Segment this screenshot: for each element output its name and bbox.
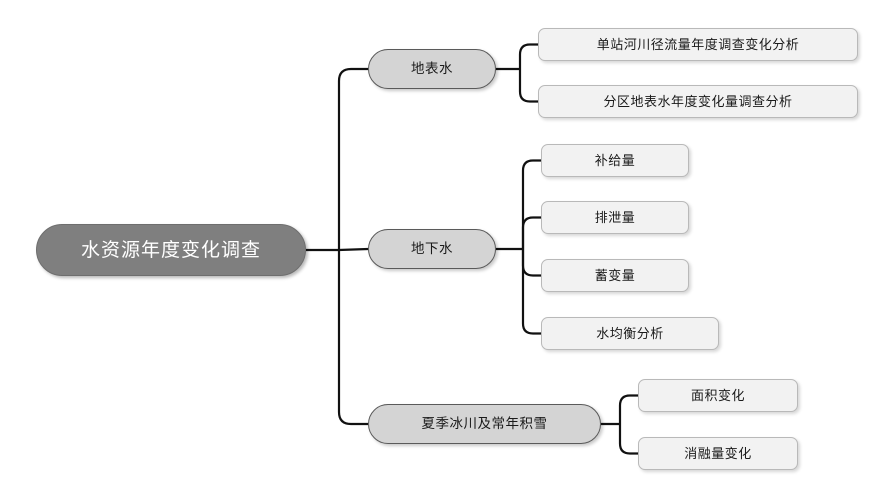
- connector-root-to-surface-water: [337, 67, 368, 250]
- connector-surface-water-to-single-station-runoff: [518, 43, 538, 69]
- root-node[interactable]: 水资源年度变化调查: [36, 224, 306, 276]
- branch-node-groundwater[interactable]: 地下水: [368, 229, 496, 269]
- connector-summer-glacier-snow-to-area-change: [618, 394, 638, 424]
- leaf-node-zoned-surface-water[interactable]: 分区地表水年度变化量调查分析: [538, 85, 858, 118]
- branch-node-surface-water[interactable]: 地表水: [368, 49, 496, 89]
- leaf-node-recharge[interactable]: 补给量: [541, 144, 689, 177]
- branch-node-summer-glacier-snow[interactable]: 夏季冰川及常年积雪: [368, 404, 601, 444]
- connector-groundwater-to-discharge: [521, 216, 541, 249]
- leaf-node-area-change[interactable]: 面积变化: [638, 379, 798, 412]
- connector-groundwater-to-recharge: [521, 159, 541, 249]
- connector-summer-glacier-snow-to-ablation-change: [618, 424, 638, 455]
- connector-surface-water-to-zoned-surface-water: [518, 69, 538, 103]
- leaf-node-discharge[interactable]: 排泄量: [541, 201, 689, 234]
- connector-root-to-summer-glacier-snow: [337, 250, 368, 426]
- leaf-node-ablation-change[interactable]: 消融量变化: [638, 437, 798, 470]
- connector-groundwater-to-water-balance-analysis: [521, 249, 541, 335]
- leaf-node-water-balance-analysis[interactable]: 水均衡分析: [541, 317, 719, 350]
- leaf-node-single-station-runoff[interactable]: 单站河川径流量年度调查变化分析: [538, 28, 858, 61]
- connector-groundwater-to-storage-change: [521, 249, 541, 277]
- leaf-node-storage-change[interactable]: 蓄变量: [541, 259, 689, 292]
- connector-root-to-groundwater: [338, 247, 369, 252]
